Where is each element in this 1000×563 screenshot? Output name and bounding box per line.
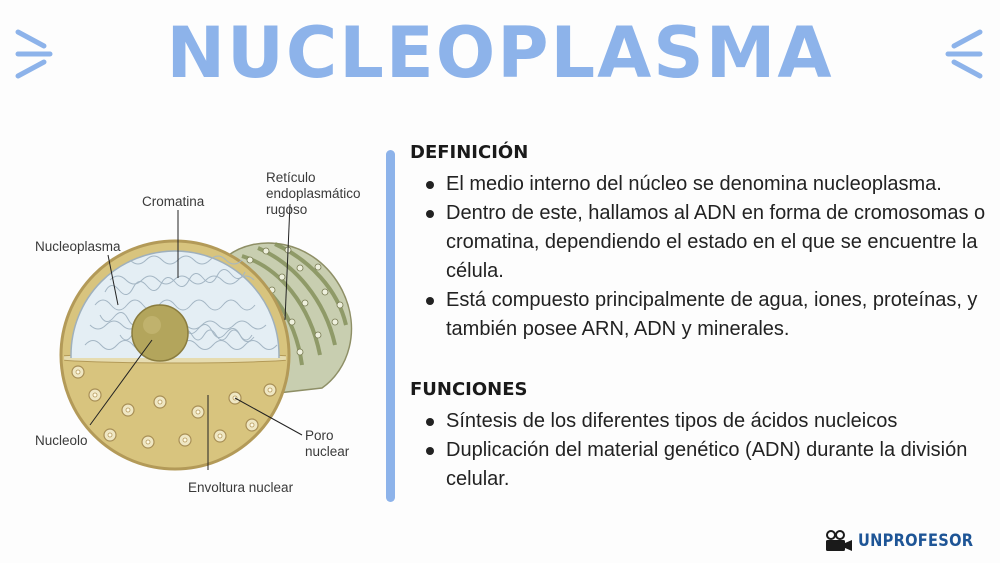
sparkle-burst-icon (15, 29, 53, 79)
label-poro-nuclear: nuclear (305, 444, 350, 459)
video-camera-icon (826, 530, 852, 551)
definicion-list: El medio interno del núcleo se denomina … (422, 170, 997, 344)
label-reticulo: endoplasmático (266, 186, 361, 201)
label-poro-nuclear: Poro (305, 428, 334, 443)
label-reticulo: Retículo (266, 170, 316, 185)
list-item: Duplicación del material genético (ADN) … (422, 436, 997, 494)
label-nucleolo: Nucleolo (35, 433, 88, 448)
list-item: Dentro de este, hallamos al ADN en forma… (422, 199, 997, 286)
label-envoltura: Envoltura nuclear (188, 480, 294, 495)
label-cromatina: Cromatina (142, 194, 205, 209)
brand-label: UNPROFESOR (858, 531, 974, 551)
heading-funciones: FUNCIONES (410, 379, 528, 400)
sparkle-burst-icon (945, 29, 983, 79)
list-item: Síntesis de los diferentes tipos de ácid… (422, 407, 997, 436)
page-title: NUCLEOPLASMA (166, 12, 834, 94)
list-item: Está compuesto principalmente de agua, i… (422, 286, 997, 344)
label-nucleoplasma: Nucleoplasma (35, 239, 121, 254)
brand-logo[interactable]: UNPROFESOR (825, 530, 992, 552)
nucleolus-shape (131, 304, 189, 362)
list-item: El medio interno del núcleo se denomina … (422, 170, 997, 199)
nucleus-diagram: Retículo endoplasmático rugoso Cromatina… (35, 170, 361, 495)
label-reticulo: rugoso (266, 202, 307, 217)
section-divider (386, 150, 395, 502)
funciones-list: Síntesis de los diferentes tipos de ácid… (422, 407, 997, 494)
heading-definicion: DEFINICIÓN (410, 142, 529, 163)
